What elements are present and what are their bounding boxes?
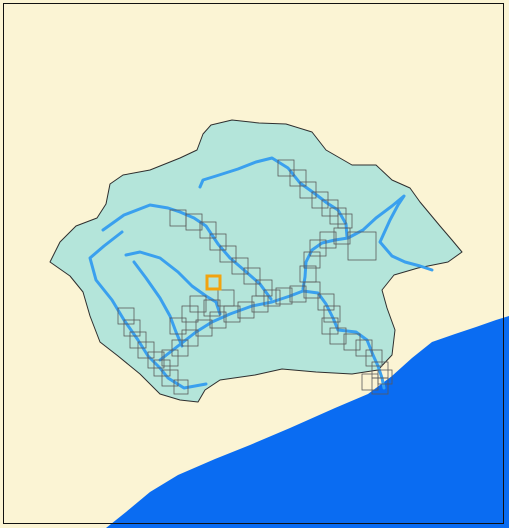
grid-cell[interactable] xyxy=(173,379,189,395)
grid-cell[interactable] xyxy=(303,251,321,269)
grid-cell[interactable] xyxy=(343,333,361,351)
selected-grid-cell[interactable] xyxy=(205,274,222,291)
grid-cell[interactable] xyxy=(251,295,269,313)
grid-cell[interactable] xyxy=(161,369,179,387)
watershed-area[interactable] xyxy=(49,119,463,403)
grid-cell[interactable] xyxy=(137,341,155,359)
sea-area xyxy=(106,316,509,528)
grid-cell[interactable] xyxy=(263,289,281,307)
grid-cell[interactable] xyxy=(147,351,165,369)
grid-cell[interactable] xyxy=(219,245,237,263)
grid-cell[interactable] xyxy=(299,181,317,199)
grid-cell[interactable] xyxy=(171,339,189,357)
grid-cell[interactable] xyxy=(199,221,217,239)
grid-cell[interactable] xyxy=(355,339,373,357)
grid-cell[interactable] xyxy=(289,285,307,303)
grid-cell[interactable] xyxy=(217,289,235,307)
river-center-west-branch[interactable] xyxy=(124,250,222,316)
grid-cell[interactable] xyxy=(377,369,393,385)
grid-cell[interactable] xyxy=(365,349,383,367)
grid-cell[interactable] xyxy=(243,267,261,285)
grid-cell[interactable] xyxy=(181,329,199,347)
grid-cell[interactable] xyxy=(195,319,213,337)
grid-cell[interactable] xyxy=(169,317,187,335)
grid-cell[interactable] xyxy=(275,287,293,305)
grid-cell[interactable] xyxy=(237,301,255,319)
grid-cell[interactable] xyxy=(209,233,227,251)
grid-cell[interactable] xyxy=(371,377,389,395)
grid-cell[interactable] xyxy=(117,307,135,325)
river-west-branch[interactable] xyxy=(88,230,208,390)
grid-cell[interactable] xyxy=(347,231,377,261)
grid-cell[interactable] xyxy=(289,169,307,187)
grid-cell[interactable] xyxy=(323,305,341,323)
grid-cell[interactable] xyxy=(333,227,351,245)
grid-cells xyxy=(117,159,393,395)
grid-cell[interactable] xyxy=(181,305,199,323)
grid-cell[interactable] xyxy=(277,159,295,177)
grid-cell[interactable] xyxy=(299,265,317,283)
grid-cell[interactable] xyxy=(231,257,249,275)
grid-cell[interactable] xyxy=(203,299,221,317)
grid-cell[interactable] xyxy=(123,319,141,337)
grid-cell[interactable] xyxy=(317,293,335,311)
grid-cell[interactable] xyxy=(319,231,337,249)
map-border xyxy=(3,3,504,524)
grid-cell[interactable] xyxy=(329,327,347,345)
